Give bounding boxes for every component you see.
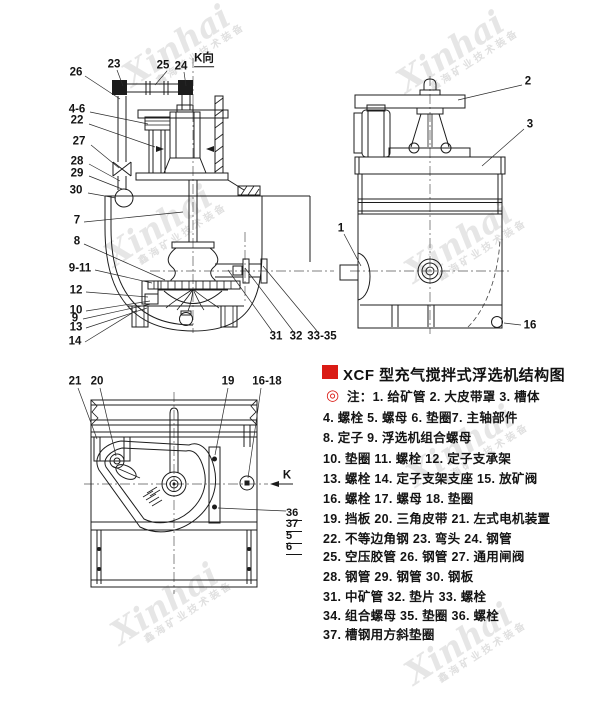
legend-row: 25. 空压胶管 26. 钢管 27. 通用闸阀: [323, 550, 525, 564]
legend-row: 37. 槽钢用方斜垫圈: [323, 628, 435, 642]
callout-8: 8: [73, 235, 81, 248]
callout-9: 9: [71, 312, 79, 325]
legend-row: 13. 螺栓 14. 定子支架支座 15. 放矿阀: [323, 472, 538, 486]
legend-row: 22. 不等边角钢 23. 弯头 24. 钢管: [323, 532, 512, 546]
k-direction-arrow: [270, 481, 293, 487]
callout-29: 29: [70, 167, 84, 180]
bolt-16-18: [239, 475, 255, 491]
belt-drive: [93, 407, 255, 533]
tank-body: [339, 156, 506, 329]
legend-row: 16. 螺栓 17. 螺母 18. 垫圈: [323, 492, 474, 506]
callout-12: 12: [69, 284, 83, 297]
legend-title: XCF 型充气搅拌式浮选机结构图: [343, 367, 566, 384]
callout-20: 20: [90, 375, 104, 388]
belt-cover: [354, 94, 466, 109]
motor: [353, 104, 391, 158]
callout-16: 16: [523, 319, 537, 332]
baffle-plate: [208, 446, 221, 524]
legend-row: 10. 垫圈 11. 螺栓 12. 定子支承架: [323, 452, 512, 466]
legend-row: 8. 定子 9. 浮选机组合螺母: [323, 431, 472, 445]
callout-33-35: 33-35: [307, 330, 337, 343]
callout-9-11: 9-11: [68, 262, 92, 275]
callout-28: 28: [70, 155, 84, 168]
callout-30: 30: [69, 184, 83, 197]
legend-title-marker: [322, 365, 338, 379]
callout-23: 23: [107, 58, 121, 71]
callout-1: 1: [337, 222, 345, 235]
tank-section: [104, 172, 311, 332]
callout-14: 14: [68, 335, 82, 348]
callout-10: 10: [69, 304, 83, 317]
side-view: [339, 76, 525, 334]
callout-5: 5: [286, 531, 302, 544]
callout-27: 27: [72, 135, 86, 148]
bolt-16: [491, 316, 503, 328]
callout-2: 2: [524, 75, 532, 88]
leader-lines: [82, 69, 318, 343]
callout-4-6: 4-6: [68, 103, 86, 116]
callout-22: 22: [70, 114, 84, 127]
callout-26: 26: [69, 66, 83, 79]
leader-lines: [343, 84, 525, 326]
callout-13: 13: [69, 321, 83, 334]
legend-row: 31. 中矿管 32. 垫片 33. 螺栓: [323, 590, 487, 604]
callout-7: 7: [73, 214, 81, 227]
view-direction-label: K向: [194, 53, 214, 67]
callout-24: 24: [174, 60, 188, 73]
section-view: [82, 58, 334, 343]
legend-row: 28. 钢管 29. 钢管 30. 钢板: [323, 570, 474, 584]
legend-row: 4. 螺栓 5. 螺母 6. 垫圈7. 主轴部件: [323, 411, 518, 425]
legend-note-icon: ◎: [326, 387, 340, 404]
callout-3: 3: [526, 118, 534, 131]
callout-36: 36: [286, 508, 302, 521]
bearing-stand: [388, 107, 471, 158]
callout-16-18: 16-18: [252, 375, 282, 388]
callout-6: 6: [286, 542, 302, 555]
callout-37: 37: [286, 519, 302, 532]
k-view: [77, 387, 293, 594]
feed-pipe-stub: [339, 264, 359, 281]
callout-25: 25: [156, 59, 170, 72]
callout-19: 19: [221, 375, 235, 388]
legend-row: 19. 挡板 20. 三角皮带 21. 左式电机装置: [323, 512, 551, 526]
legend-row: 34. 组合螺母 35. 垫圈 36. 螺栓: [323, 609, 500, 623]
callout-32: 32: [289, 330, 303, 343]
legend-row: 注：1. 给矿管 2. 大皮带罩 3. 槽体: [347, 390, 540, 404]
callout-21: 21: [68, 375, 82, 388]
shaft-impeller: [128, 180, 268, 328]
k-arrow-label: K: [282, 469, 292, 482]
motor-left: [93, 436, 131, 462]
air-piping: [112, 80, 193, 208]
callout-31: 31: [269, 330, 283, 343]
leader-lines: [77, 387, 287, 512]
motor-assembly: [137, 95, 229, 174]
